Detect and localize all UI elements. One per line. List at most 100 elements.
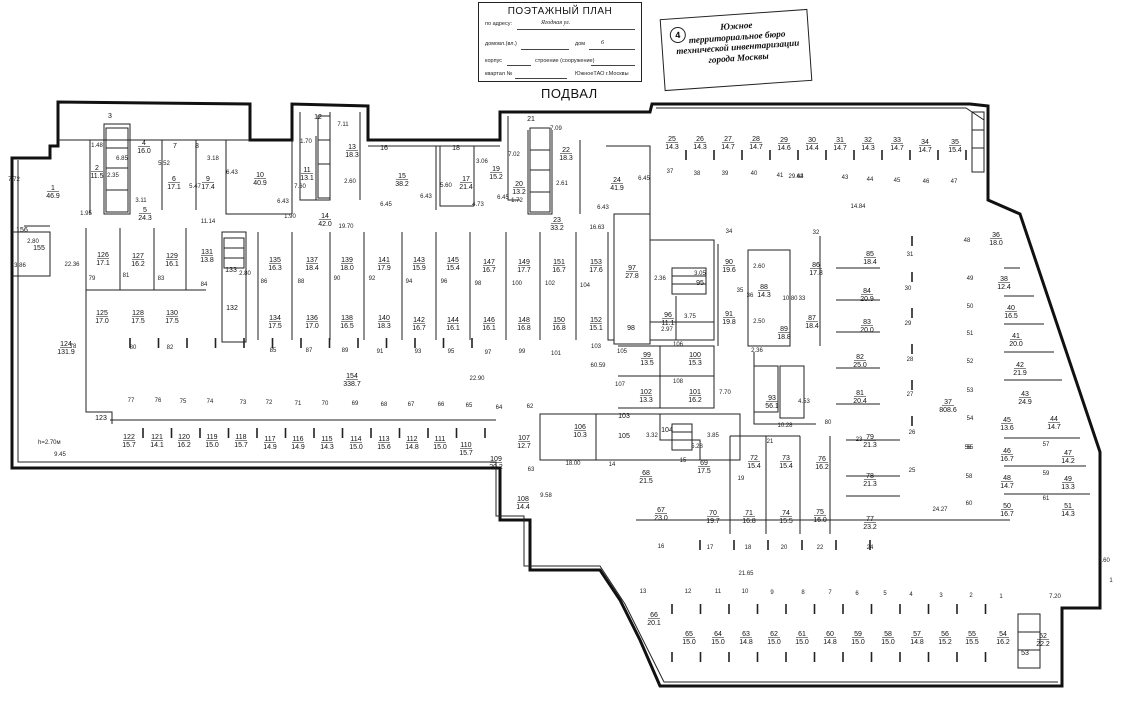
dimension-label: 61: [1043, 496, 1050, 502]
room-area: 131.9: [57, 349, 75, 356]
room-number: 78: [866, 473, 874, 480]
room-number: 33: [893, 137, 901, 144]
dimension-label: 104: [580, 283, 591, 289]
room-number: 76: [818, 456, 826, 463]
room-number: 115: [321, 436, 332, 443]
room-number: 147: [483, 259, 495, 266]
room-area: 17.5: [131, 318, 145, 325]
dimension-label: 2.35: [107, 173, 119, 179]
room-number: 38: [1000, 276, 1008, 283]
room-number: 52: [1039, 633, 1047, 640]
dimension-label: 70: [322, 401, 329, 407]
room-area: 15.0: [349, 444, 363, 451]
room-number: 97: [628, 265, 636, 272]
room-area: 13.3: [1061, 484, 1075, 491]
room-area: 11.1: [661, 320, 674, 327]
room-number: 141: [378, 257, 390, 264]
room-area: 27.8: [625, 273, 639, 280]
room-number: 7: [173, 143, 177, 150]
title-block: ПОЭТАЖНЫЙ ПЛАН по адресу: Ягодная ул. до…: [478, 2, 642, 82]
room-area: 16.8: [517, 325, 531, 332]
room-area: 16.5: [1004, 313, 1018, 320]
dimension-label: 6.45: [638, 176, 650, 182]
room-area: 24.9: [1018, 399, 1032, 406]
room-number: 140: [378, 315, 390, 322]
room-number: 99: [643, 352, 651, 359]
room-number: 65: [685, 631, 693, 638]
room-number: 129: [166, 253, 178, 260]
dimension-label: 100: [512, 281, 523, 287]
room-number: 121: [151, 434, 163, 441]
room-area: 18.8: [777, 334, 791, 341]
dimension-label: 12: [685, 589, 692, 595]
room-number: 86: [812, 262, 820, 269]
room-walls: [539, 345, 741, 461]
room-area: 41.9: [610, 185, 624, 192]
room-area: 21.5: [639, 478, 653, 485]
dimension-label: 11.14: [201, 219, 216, 225]
room-area: 808.6: [939, 407, 957, 414]
room-number: 35: [951, 139, 959, 146]
dimension-label: 3.85: [707, 433, 719, 439]
room-walls: [58, 112, 651, 215]
room-area: 14.3: [1061, 511, 1075, 518]
room-number: 144: [447, 317, 459, 324]
room-area: 14.7: [749, 144, 763, 151]
dimension-label: 44: [867, 177, 874, 183]
room-area: 21.9: [1013, 370, 1027, 377]
room-number: 83: [863, 319, 871, 326]
room-area: 23.0: [654, 515, 668, 522]
dimension-label: 7.70: [719, 390, 731, 396]
room-number: 111: [435, 436, 446, 443]
dimension-label: 86: [261, 279, 268, 285]
room-area: 17.4: [201, 184, 215, 191]
address-label: по адресу:: [485, 21, 512, 27]
room-number: 87: [808, 315, 816, 322]
room-area: 14.3: [693, 144, 707, 151]
room-number: 27: [724, 136, 732, 143]
room-number: 122: [123, 434, 135, 441]
dimension-label: 93: [415, 349, 422, 355]
dimension-label: 47: [951, 179, 958, 185]
room-number: 53: [1021, 650, 1029, 657]
dimension-label: 57: [1043, 442, 1050, 448]
dimension-label: 19.70: [338, 224, 354, 230]
dimension-label: 30: [905, 286, 912, 292]
room-number: 72: [750, 455, 758, 462]
dimension-label: 24: [867, 545, 874, 551]
room-number: 23: [553, 217, 561, 224]
room-number: 12: [314, 114, 322, 121]
room-area: 17.1: [167, 184, 181, 191]
room-area: 14.6: [777, 145, 791, 152]
room-area: 338.7: [343, 381, 361, 388]
room-number: 29: [780, 137, 788, 144]
dimension-label: 48: [964, 238, 971, 244]
dimension-label: 21.65: [738, 571, 754, 577]
room-area: 13.3: [639, 397, 653, 404]
room-number: 102: [640, 389, 652, 396]
house-no-label: дом: [575, 41, 586, 47]
room-area: 14.4: [516, 504, 530, 511]
room-number: 101: [689, 389, 701, 396]
dimension-label: 7.20: [1049, 594, 1061, 600]
room-number: 22: [562, 147, 570, 154]
room-area: 14.3: [861, 145, 875, 152]
room-area: 17.5: [268, 323, 282, 330]
room-area: 15.2: [489, 174, 503, 181]
room-number: 126: [97, 252, 109, 259]
room-area: 18.4: [863, 259, 877, 266]
room-area: 20.2: [489, 464, 503, 471]
room-area: 20.4: [853, 398, 867, 405]
room-number: 21: [527, 116, 535, 123]
room-area: 15.5: [779, 518, 793, 525]
stair-symbols: [105, 111, 1041, 669]
room-number: 130: [166, 310, 178, 317]
room-area: 14.2: [1061, 458, 1075, 465]
room-area: 46.9: [46, 193, 60, 200]
room-area: 38.2: [395, 181, 409, 188]
room-area: 16.2: [815, 464, 829, 471]
room-area: 18.3: [345, 152, 359, 159]
room-area: 14.3: [665, 144, 679, 151]
